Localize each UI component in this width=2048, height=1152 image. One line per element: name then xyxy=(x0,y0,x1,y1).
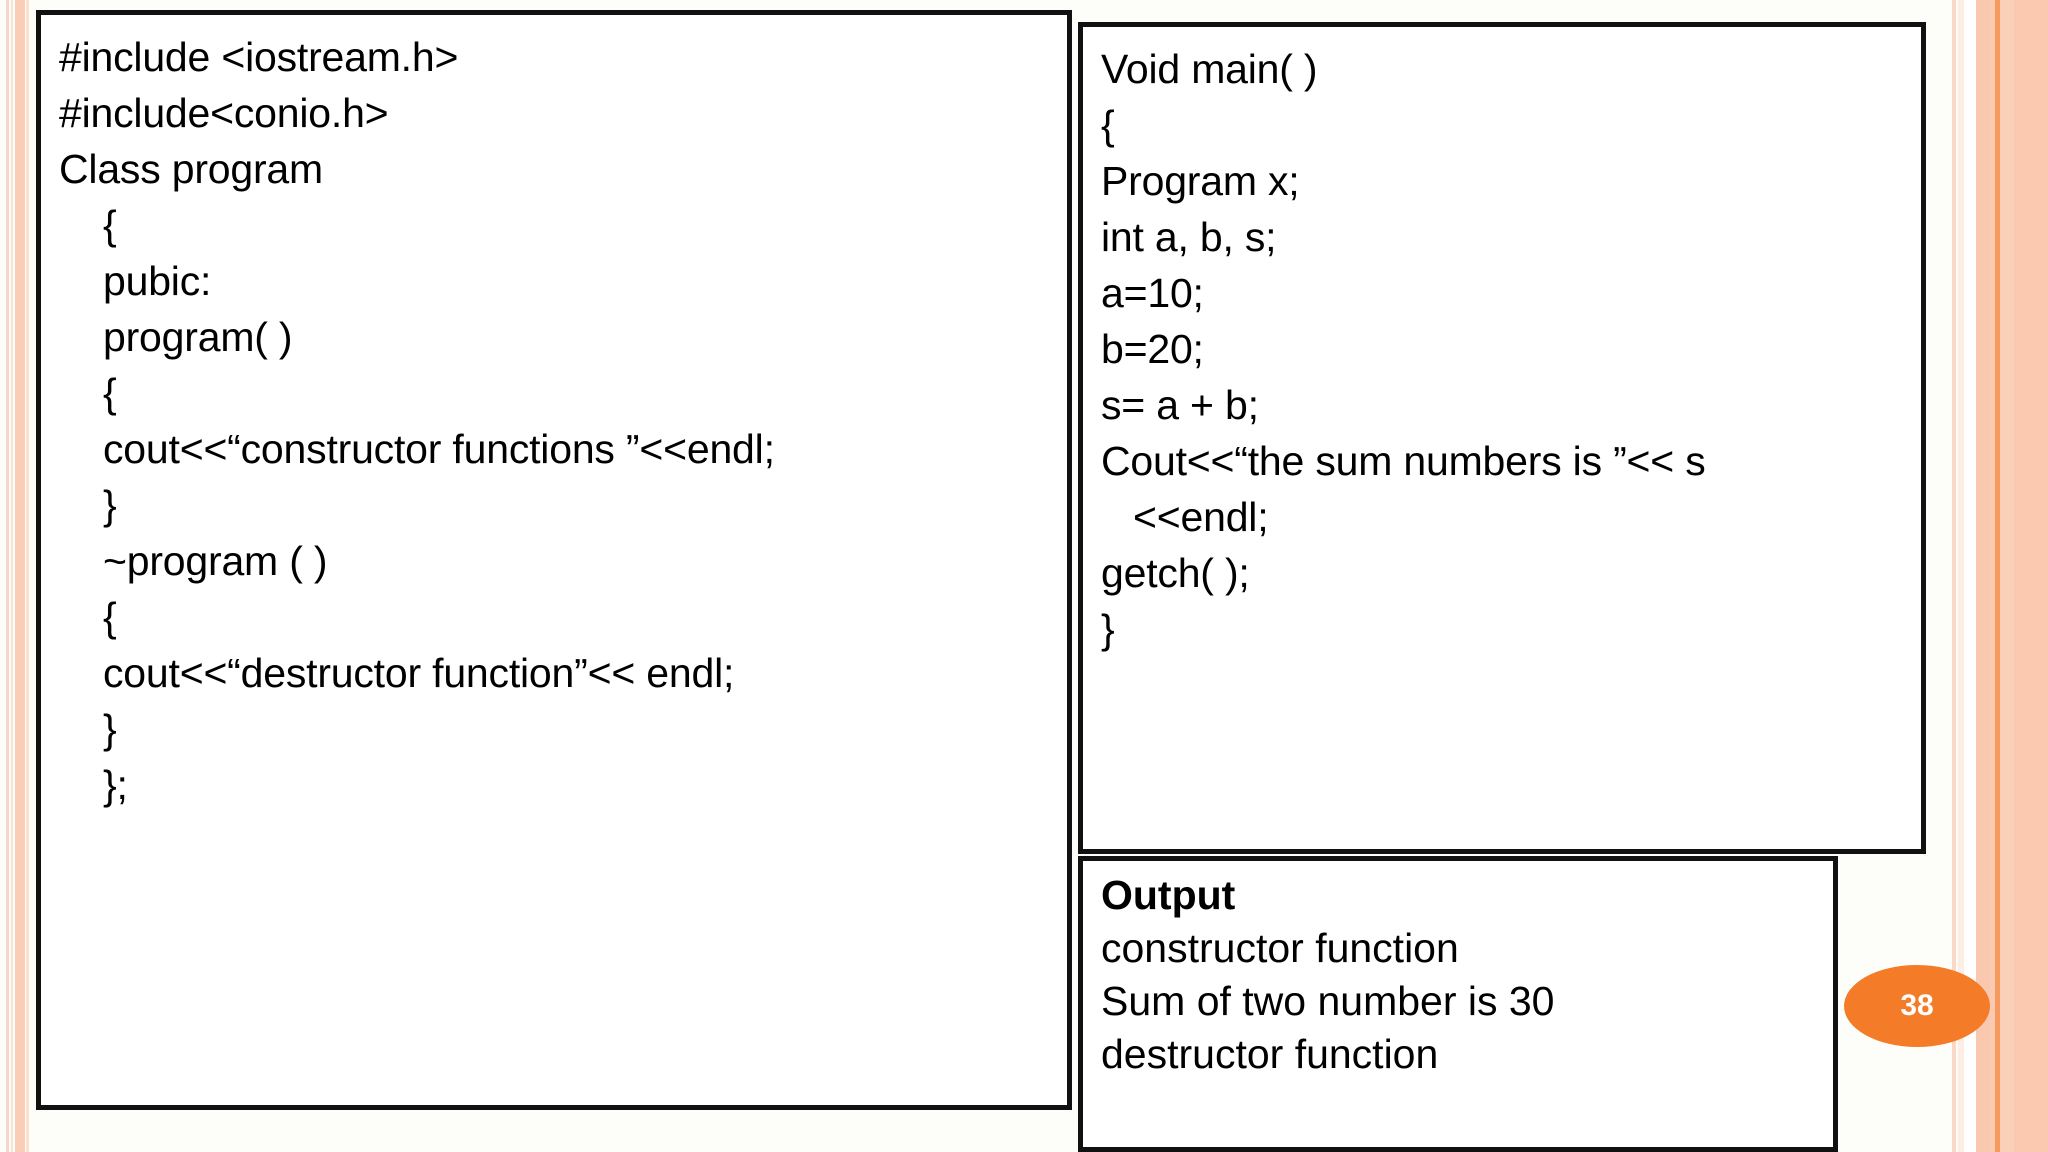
left-stripe-4 xyxy=(26,0,29,1152)
code-line: s= a + b; xyxy=(1101,382,1259,428)
code-line: Class program xyxy=(59,146,323,192)
output-line: Sum of two number is 30 xyxy=(1101,978,1555,1024)
program-output-box: Output constructor function Sum of two n… xyxy=(1078,856,1838,1152)
code-line: #include <iostream.h> xyxy=(59,34,459,80)
code-line: Void main( ) xyxy=(1101,46,1318,92)
output-line: constructor function xyxy=(1101,925,1459,971)
code-line: getch( ); xyxy=(1101,550,1250,596)
code-line: cout<<“constructor functions ”<<endl; xyxy=(103,426,775,472)
right-stripe-4 xyxy=(1976,0,1990,1152)
code-line: } xyxy=(103,482,117,528)
code-line: }; xyxy=(103,762,128,808)
left-stripe-3 xyxy=(15,0,25,1152)
right-stripe-7 xyxy=(2000,0,2008,1152)
code-line: a=10; xyxy=(1101,270,1204,316)
right-stripe-8 xyxy=(2008,0,2014,1152)
page-number-badge: 38 xyxy=(1844,965,1990,1047)
code-line: b=20; xyxy=(1101,326,1204,372)
page-number-label: 38 xyxy=(1900,989,1934,1022)
code-line: <<endl; xyxy=(1133,494,1269,540)
code-line: #include<conio.h> xyxy=(59,90,389,136)
right-stripe-6 xyxy=(1995,0,2000,1152)
code-line: { xyxy=(103,202,117,248)
code-line: ~program ( ) xyxy=(103,538,328,584)
output-line: destructor function xyxy=(1101,1031,1439,1077)
code-line: Cout<<“the sum numbers is ”<< s xyxy=(1101,438,1706,484)
right-stripe-5 xyxy=(1990,0,1995,1152)
main-function-code-box: Void main( ) { Program x; int a, b, s; a… xyxy=(1078,22,1926,854)
code-line: program( ) xyxy=(103,314,293,360)
right-stripe-9 xyxy=(2014,0,2048,1152)
code-line: pubic: xyxy=(103,258,212,304)
code-line: } xyxy=(1101,606,1115,652)
code-line: cout<<“destructor function”<< endl; xyxy=(103,650,735,696)
code-line: { xyxy=(1101,102,1115,148)
code-line: } xyxy=(103,706,117,752)
class-definition-code-box: #include <iostream.h> #include<conio.h> … xyxy=(36,10,1072,1110)
output-title: Output xyxy=(1101,872,1236,918)
left-stripe-1 xyxy=(6,0,9,1152)
code-line: { xyxy=(103,370,117,416)
left-stripe-2 xyxy=(11,0,13,1152)
code-line: Program x; xyxy=(1101,158,1300,204)
code-line: { xyxy=(103,594,117,640)
code-line: int a, b, s; xyxy=(1101,214,1277,260)
